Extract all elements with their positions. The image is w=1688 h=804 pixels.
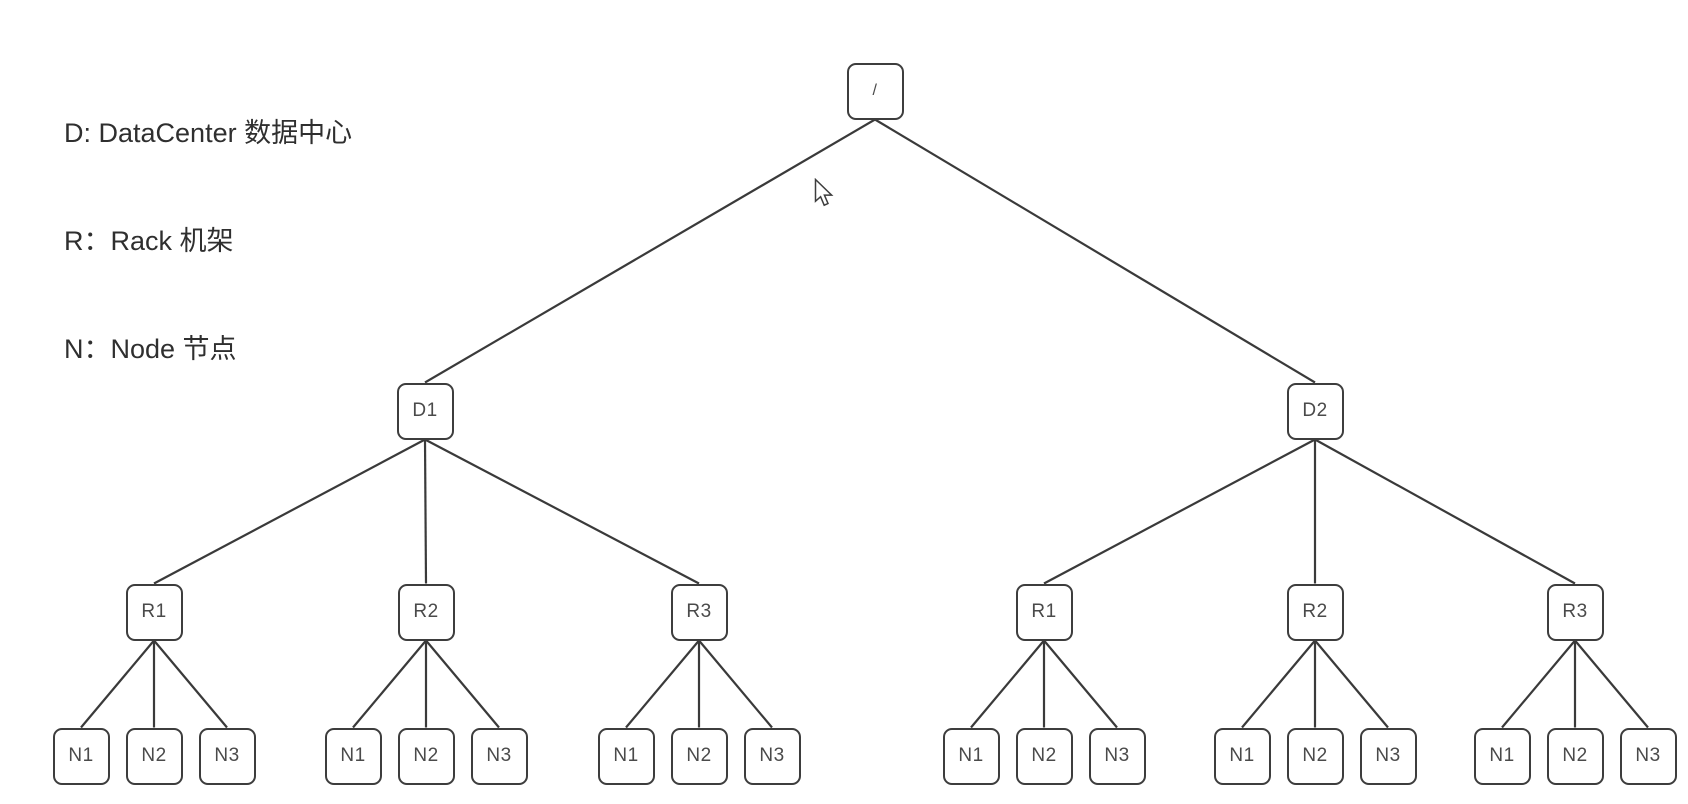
tree-edge [352,639,427,729]
node-box-d2-r3-n1-label: N1 [1489,745,1515,766]
node-box-d2-r2-n1: N1 [1213,727,1271,785]
mouse-cursor-arrow-icon [814,178,834,207]
tree-edge [424,118,876,384]
node-box-d2-r3-n1: N1 [1473,727,1531,785]
tree-edge [970,639,1045,729]
tree-edge [1241,639,1316,729]
datacenter-box-d2: D2 [1286,382,1344,440]
node-box-d2-r3-n3-label: N3 [1635,745,1661,766]
tree-edge [698,639,773,729]
tree-edge [153,438,426,585]
legend: D: DataCenter 数据中心 R：Rack 机架 N：Node 节点 [64,43,352,403]
tree-edge [1043,438,1316,585]
node-box-d1-r1-n1-label: N1 [68,745,94,766]
rack-box-d2-r1: R1 [1015,583,1073,641]
node-box-d2-r2-n3: N3 [1359,727,1417,785]
tree-edge [874,118,1316,384]
tree-edge [153,639,228,729]
node-box-d2-r1-n3: N3 [1088,727,1146,785]
node-box-d2-r2-n3-label: N3 [1375,745,1401,766]
rack-box-d2-r3: R3 [1546,583,1604,641]
node-box-d1-r2-n2: N2 [397,727,455,785]
rack-box-d1-r2-label: R2 [413,601,439,622]
node-box-d2-r3-n2-label: N2 [1562,745,1588,766]
node-box-d1-r1-n3: N3 [198,727,256,785]
tree-edge [1574,639,1649,729]
rack-box-d2-r2: R2 [1286,583,1344,641]
node-box-d1-r3-n2: N2 [670,727,728,785]
rack-box-d2-r2-label: R2 [1302,601,1328,622]
rack-box-d1-r1-label: R1 [141,601,167,622]
node-box-d1-r1-n2-label: N2 [141,745,167,766]
root-box: / [846,62,904,120]
rack-box-d1-r3-label: R3 [686,601,712,622]
rack-box-d1-r3: R3 [670,583,728,641]
legend-line-node: N：Node 节点 [64,334,237,364]
tree-edge [425,639,500,729]
legend-line-rack: R：Rack 机架 [64,226,234,256]
node-box-d2-r1-n1: N1 [942,727,1000,785]
node-box-d1-r2-n3: N3 [470,727,528,785]
tree-edge [80,639,155,729]
node-box-d2-r3-n3: N3 [1619,727,1677,785]
tree-edge [423,439,428,584]
node-box-d1-r2-n1: N1 [324,727,382,785]
tree-edge [1043,639,1118,729]
node-box-d2-r1-n2-label: N2 [1031,745,1057,766]
node-box-d1-r2-n2-label: N2 [413,745,439,766]
node-box-d1-r1-n1: N1 [52,727,110,785]
root-box-label: / [872,82,878,99]
tree-edge [625,639,700,729]
tree-edge [1314,639,1389,729]
tree-edge [1314,438,1576,585]
legend-line-datacenter: D: DataCenter 数据中心 [64,118,353,148]
rack-box-d1-r1: R1 [125,583,183,641]
datacenter-box-d1-label: D1 [412,400,438,421]
node-box-d1-r3-n1: N1 [597,727,655,785]
node-box-d1-r1-n2: N2 [125,727,183,785]
rack-box-d2-r3-label: R3 [1562,601,1588,622]
node-box-d2-r1-n1-label: N1 [958,745,984,766]
node-box-d2-r2-n2: N2 [1286,727,1344,785]
tree-edge [424,438,700,585]
datacenter-box-d2-label: D2 [1302,400,1328,421]
node-box-d1-r1-n3-label: N3 [214,745,240,766]
node-box-d1-r2-n3-label: N3 [486,745,512,766]
node-box-d2-r1-n3-label: N3 [1104,745,1130,766]
node-box-d1-r3-n2-label: N2 [686,745,712,766]
node-box-d2-r3-n2: N2 [1546,727,1604,785]
node-box-d1-r3-n3-label: N3 [759,745,785,766]
node-box-d2-r2-n2-label: N2 [1302,745,1328,766]
tree-edge [1501,639,1576,729]
node-box-d1-r2-n1-label: N1 [340,745,366,766]
node-box-d2-r2-n1-label: N1 [1229,745,1255,766]
rack-box-d1-r2: R2 [397,583,455,641]
node-box-d1-r3-n1-label: N1 [613,745,639,766]
datacenter-box-d1: D1 [396,382,454,440]
rack-box-d2-r1-label: R1 [1031,601,1057,622]
node-box-d2-r1-n2: N2 [1015,727,1073,785]
node-box-d1-r3-n3: N3 [743,727,801,785]
